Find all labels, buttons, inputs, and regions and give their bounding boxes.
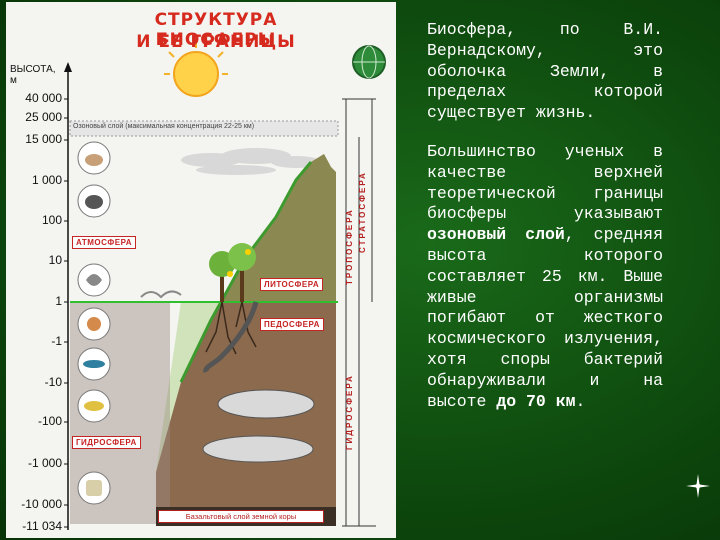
ozone-layer-label: Озоновый слой (максимальная концентрация… (73, 123, 255, 130)
lithosphere-tag: ЛИТОСФЕРА (260, 278, 324, 291)
diagram-title-line1: СТРУКТУРА БИОСФЕРЫ (154, 10, 278, 50)
sun-icon (164, 42, 228, 97)
gull-icon (140, 290, 182, 299)
tick-label: 10 (48, 253, 62, 267)
atmosphere-tag: АТМОСФЕРА (72, 236, 137, 249)
earthworm-icon (203, 301, 259, 373)
tick-label: -11 034 (22, 519, 62, 533)
tick-label: 100 (41, 213, 62, 227)
description-text: Биосфера, по В.И. Вернадскому, это оболо… (427, 20, 663, 430)
paragraph-ozone: Большинство ученых в качестве верхней те… (427, 142, 663, 412)
tick-label: 25 000 (25, 110, 62, 124)
paragraph-definition: Биосфера, по В.И. Вернадскому, это оболо… (427, 20, 663, 123)
tick-label: -10 000 (21, 497, 62, 511)
tick-label: -10 (44, 375, 62, 389)
globe-logo-icon (352, 45, 386, 79)
height-70km-emphasis: до 70 км (496, 391, 576, 411)
tick-label: 1 (55, 294, 62, 308)
roots (205, 301, 257, 355)
biosphere-diagram: СТРУКТУРА БИОСФЕРЫ И ЕЕ ГРАНИЦЫ ВЫСОТА, … (6, 2, 396, 538)
tick-label: -1 000 (27, 456, 62, 470)
pedosphere-tag: ПЕДОСФЕРА (260, 318, 324, 331)
clouds-icon (181, 148, 321, 175)
diagram-title-line2: И ЕЕ ГРАНИЦЫ (136, 32, 296, 52)
landmass (156, 154, 336, 526)
y-axis-label: ВЫСОТА, м (10, 64, 56, 86)
tick-label: 40 000 (25, 91, 62, 105)
ozone-layer (69, 120, 339, 137)
tick-label: 1 000 (31, 173, 62, 187)
stratosphere-zone-label: СТРАТОСФЕРА (358, 171, 367, 253)
diagram-graphic (64, 42, 386, 530)
tick-label: 15 000 (25, 132, 62, 146)
hydrosphere-tag: ГИДРОСФЕРА (72, 436, 141, 449)
paragraph-ozone-part2: , средняя высота которого составляет 25 … (427, 225, 663, 411)
sparkle-icon (686, 474, 710, 498)
hydrosphere-zone-label: ГИДРОСФЕРА (345, 374, 354, 450)
paragraph-ozone-end: . (575, 391, 586, 411)
underground-pocket-1 (217, 389, 315, 419)
tick-label: -100 (37, 414, 62, 428)
tick-label: -1 (51, 334, 62, 348)
trees-icon (209, 243, 256, 302)
troposphere-zone-label: ТРОПОСФЕРА (345, 208, 354, 286)
ozone-layer-emphasis: озоновый слой (427, 225, 565, 245)
underground-pocket-2 (202, 435, 314, 463)
paragraph-ozone-part1: Большинство ученых в качестве верхней те… (427, 141, 663, 224)
basalt-layer-label: Базальтовый слой земной коры (158, 510, 324, 523)
